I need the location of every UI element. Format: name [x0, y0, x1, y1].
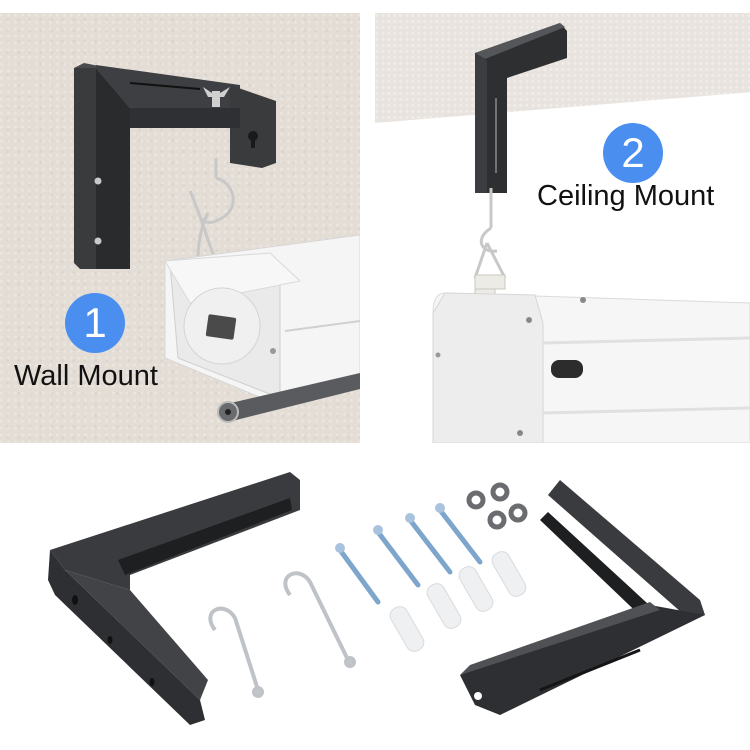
- right-bracket: [460, 480, 705, 715]
- wall-anchors: [389, 551, 527, 652]
- screen-case: [164, 234, 360, 423]
- screws: [335, 503, 483, 605]
- wall-mount-panel: 1 Wall Mount: [0, 13, 360, 443]
- hook-2: [283, 571, 356, 668]
- wall-bracket: [74, 63, 276, 269]
- washers: [466, 482, 528, 530]
- ceiling-hook: [473, 188, 507, 279]
- wall-mount-illustration: [74, 63, 360, 423]
- wall-mount-label: Wall Mount: [14, 360, 158, 392]
- left-bracket: [48, 472, 300, 725]
- hook-1: [208, 606, 264, 698]
- screen-case-ceiling: [432, 292, 750, 443]
- step-1-badge: 1: [65, 293, 125, 353]
- hardware-kit: [48, 472, 705, 725]
- ceiling-bracket: [475, 23, 567, 193]
- ceiling-mount-panel: 2 Ceiling Mount: [375, 13, 750, 443]
- step-2-badge: 2: [603, 123, 663, 183]
- ceiling-mount-label: Ceiling Mount: [537, 180, 715, 212]
- ceiling-mount-illustration: [432, 23, 750, 443]
